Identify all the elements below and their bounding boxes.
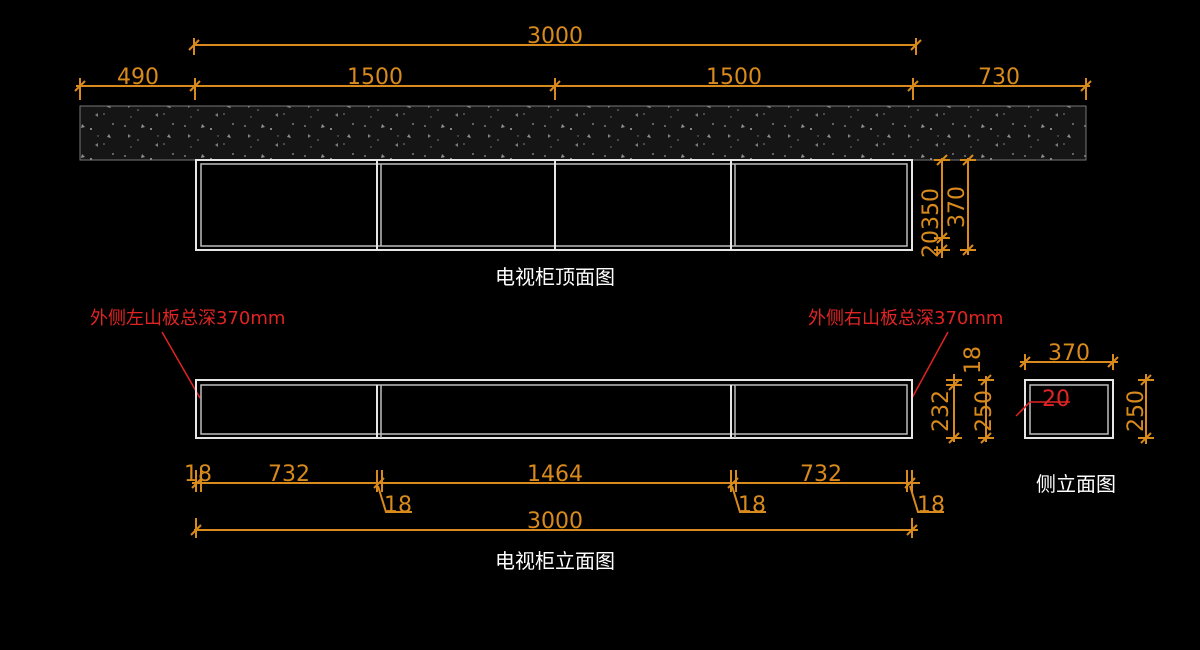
dim-text: 250 [972,390,997,432]
dim-text: 3000 [527,509,583,534]
dim-text: 18 [961,346,986,374]
dim-text: 730 [978,65,1020,90]
dim-text: 370 [945,186,970,228]
dim-text: 732 [268,462,310,487]
dim-text: 370 [1048,341,1090,366]
top-plan-view: 3000 490 1500 1500 730 [74,24,1092,289]
dim-text: 20 [1042,387,1070,412]
dim-text: 18 [184,462,212,487]
cabinet-side-outline [1024,379,1114,439]
dim-front-segments: 18 732 18 1464 18 732 18 [184,462,945,518]
dim-text: 3000 [527,24,583,49]
dim-front-height: 18 232 250 [929,346,997,444]
top-plan-title: 电视柜顶面图 [495,265,615,289]
dim-text: 18 [738,493,766,518]
wall-hatch [79,105,1087,161]
dim-text: 18 [917,493,945,518]
cabinet-front-outline [195,379,913,439]
dim-top-overall: 3000 [188,24,922,55]
left-panel-note: 外侧左山板总深370mm [90,308,285,329]
dim-text: 18 [384,493,412,518]
dim-text: 490 [117,65,159,90]
dim-top-depth: 20 350 370 [919,154,976,258]
right-panel-note: 外侧右山板总深370mm [808,308,1003,329]
dim-text: 1500 [347,65,403,90]
side-elevation-view: 370 20 250 侧立面图 [1015,341,1154,496]
dim-side-back-panel: 20 [1015,387,1070,417]
dim-text: 732 [800,462,842,487]
dim-side-height: 250 [1124,374,1154,444]
side-elevation-title: 侧立面图 [1036,472,1116,496]
dim-side-depth: 370 [1019,341,1119,370]
right-note-leader [911,331,949,399]
dim-text: 250 [1124,390,1149,432]
dim-top-segments: 490 1500 1500 730 [74,65,1092,100]
dim-text: 1464 [527,462,583,487]
front-elevation-view: 外侧左山板总深370mm 外侧右山板总深370mm [90,308,1003,573]
dim-text: 350 [919,188,944,230]
dim-text: 232 [929,390,954,432]
dim-front-overall: 3000 [190,509,918,538]
cabinet-plan-outline [195,159,913,251]
dim-text: 1500 [706,65,762,90]
dim-text: 20 [919,230,944,258]
front-elevation-title: 电视柜立面图 [495,549,615,573]
left-note-leader [161,331,201,399]
